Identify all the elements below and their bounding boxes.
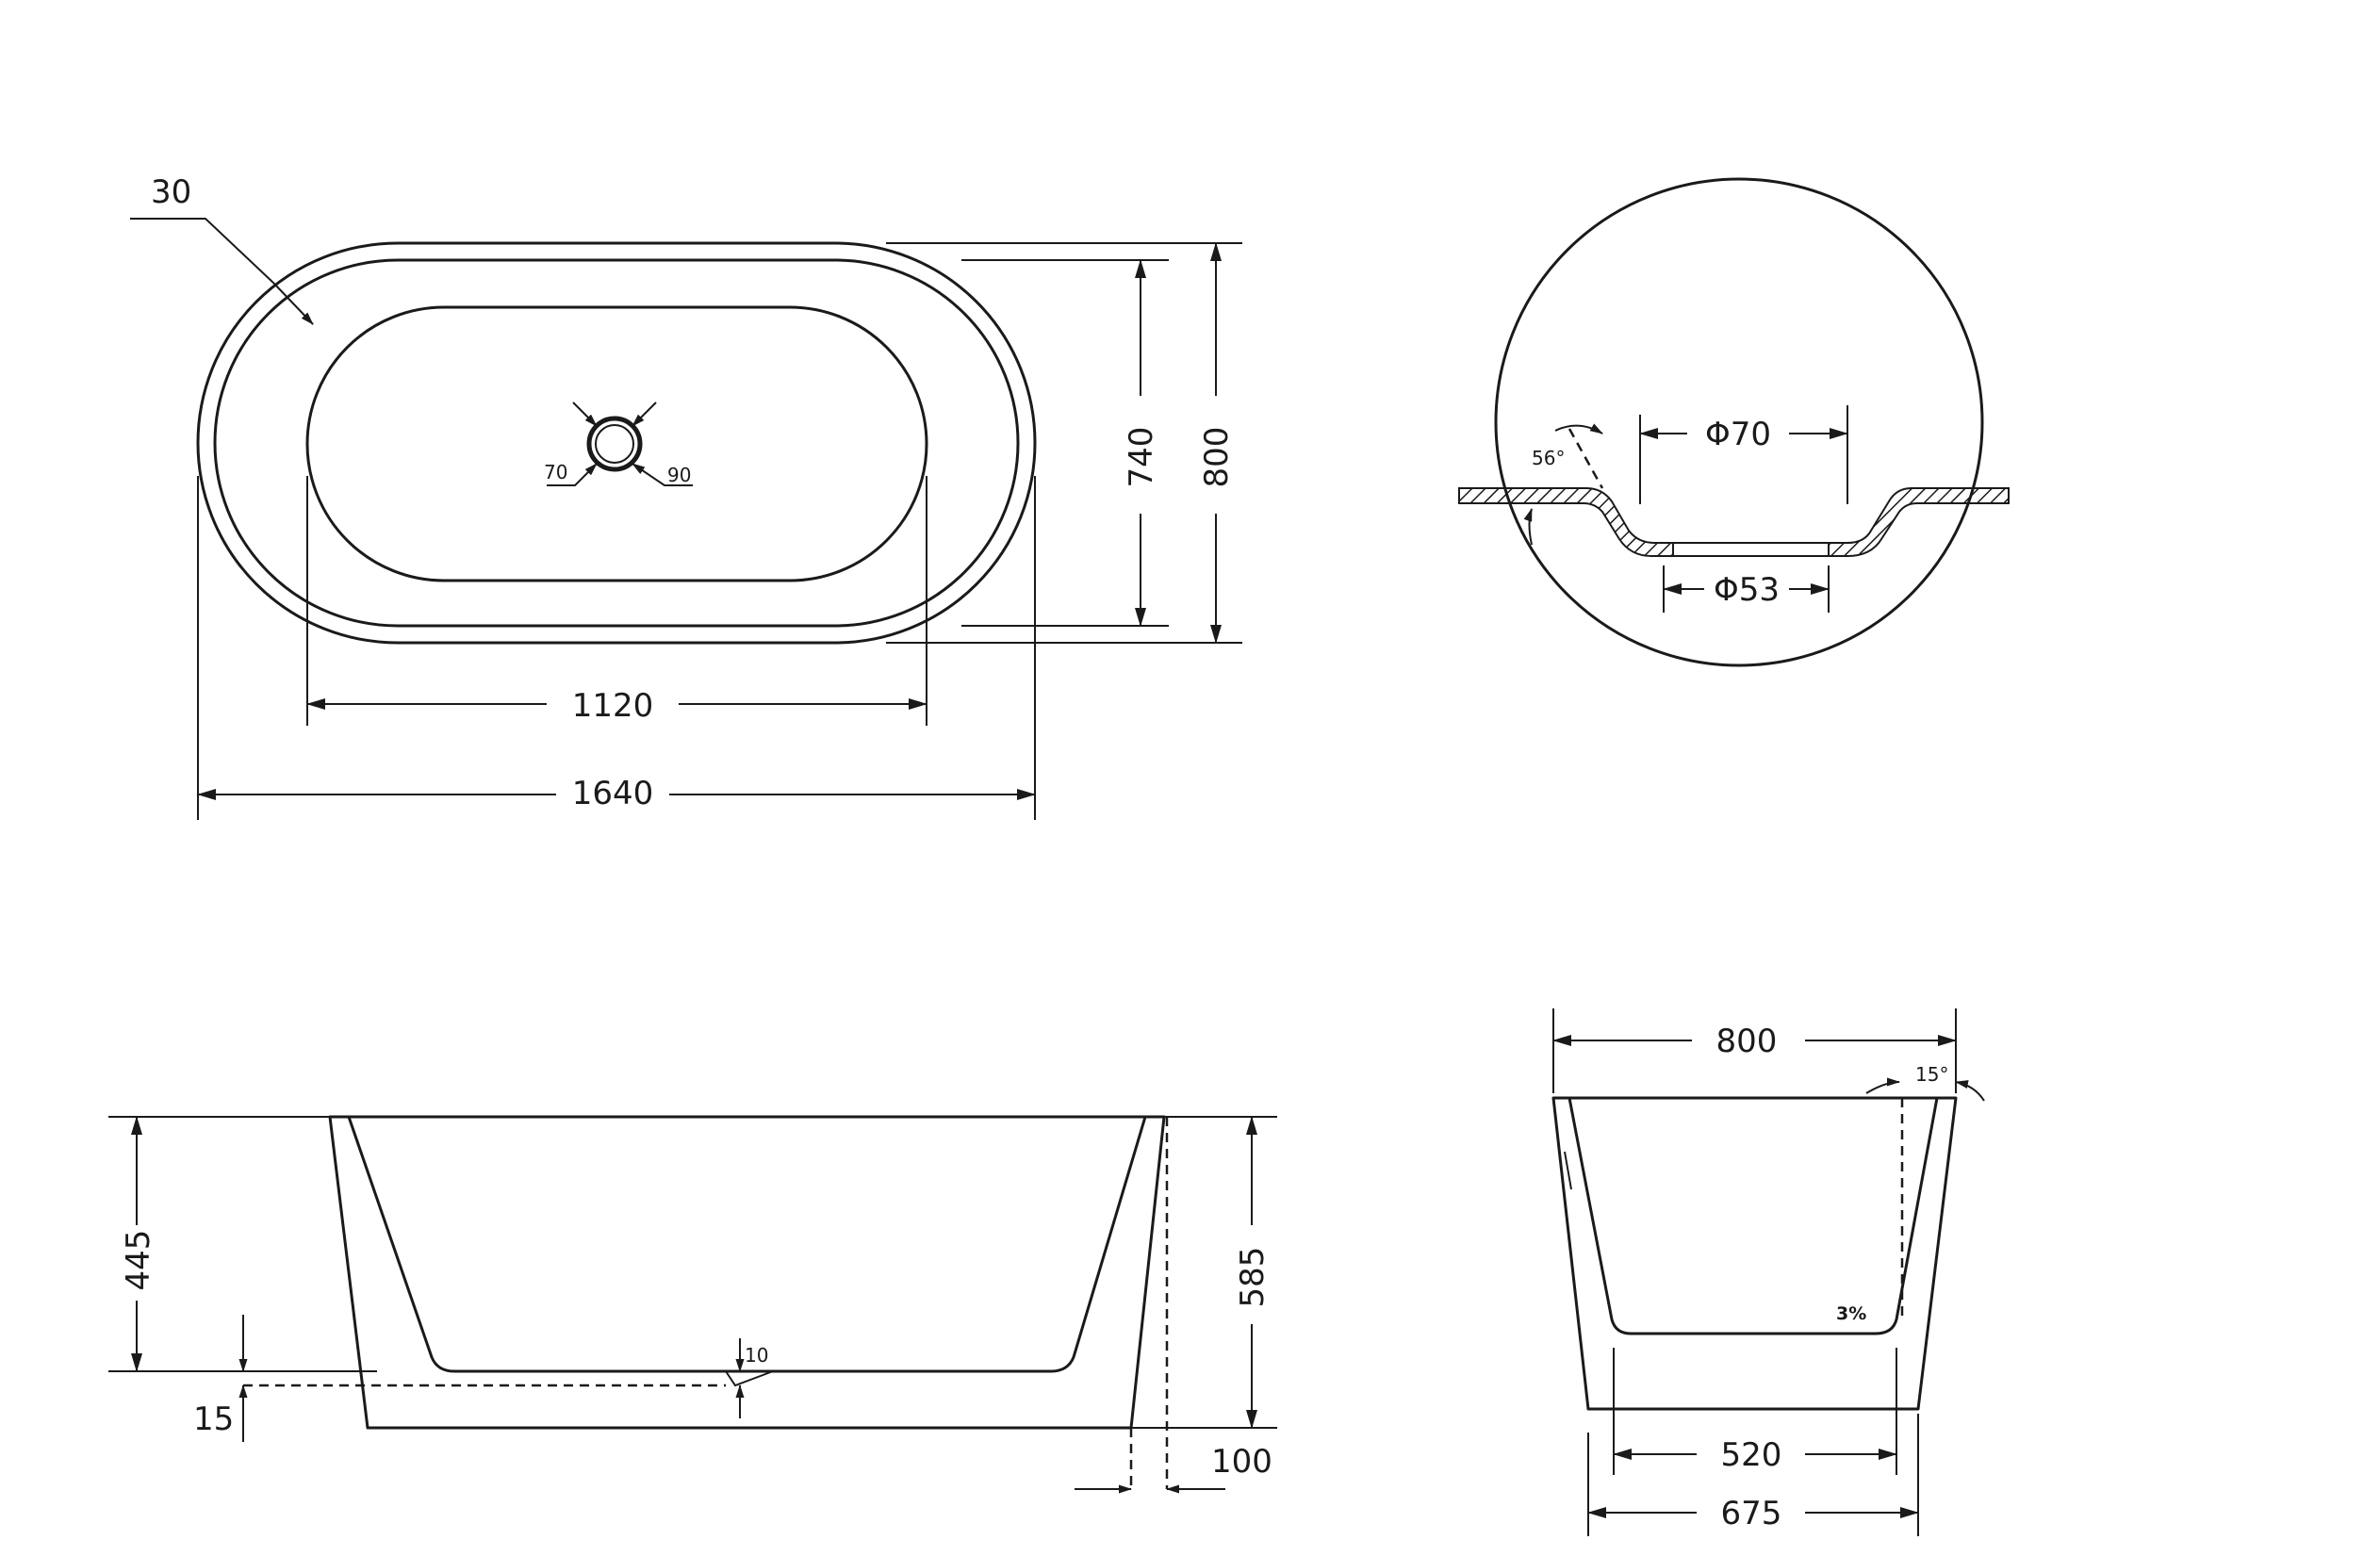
overall-width-dimension: 800	[1198, 427, 1236, 488]
side-inner-profile	[347, 1115, 1147, 1373]
drain-detail-view: Φ70 Φ53 56°	[1458, 177, 2010, 667]
tub-outer-outline	[196, 241, 1037, 645]
foot-offset-dimension: 100	[1211, 1443, 1272, 1481]
floor-slope-label: 3%	[1836, 1303, 1866, 1324]
drain-small-label: 70	[544, 461, 567, 483]
drain-inner-circle	[595, 424, 634, 464]
drain-large-label: 90	[667, 464, 691, 486]
drain-outer-circle	[586, 416, 643, 472]
basin-width-dimension: 740	[1123, 427, 1160, 488]
rim-thickness-label: 30	[151, 173, 191, 211]
tub-rim-inner-outline	[213, 258, 1020, 628]
drain-section-right	[1828, 487, 2010, 557]
end-view: 800 15° 3% 520 675	[1551, 1008, 1985, 1536]
end-top-width-dimension: 800	[1716, 1023, 1778, 1060]
drain-angle-label: 56°	[1532, 447, 1565, 469]
drain-top-diameter: Φ70	[1705, 416, 1771, 453]
top-view: 70 90 30 1120 1640 740 800	[130, 173, 1242, 820]
drain-bottom-diameter: Φ53	[1714, 571, 1780, 609]
side-view: 445 585 15 10 100	[108, 1115, 1277, 1494]
drain-depth-dimension: 10	[745, 1344, 768, 1367]
overall-length-dimension: 1640	[572, 775, 654, 812]
total-height-dimension: 585	[1234, 1247, 1272, 1308]
end-outer-profile	[1551, 1096, 1958, 1411]
tub-basin-outline	[305, 305, 928, 582]
base-offset-dimension: 15	[193, 1400, 234, 1438]
end-inner-profile	[1568, 1096, 1939, 1335]
end-slope-angle: 15°	[1915, 1063, 1948, 1086]
inner-depth-dimension: 445	[120, 1230, 157, 1291]
end-outer-bottom-dimension: 675	[1721, 1495, 1782, 1532]
detail-circle	[1494, 177, 1984, 667]
basin-length-dimension: 1120	[572, 687, 654, 725]
end-inner-bottom-dimension: 520	[1721, 1436, 1782, 1474]
